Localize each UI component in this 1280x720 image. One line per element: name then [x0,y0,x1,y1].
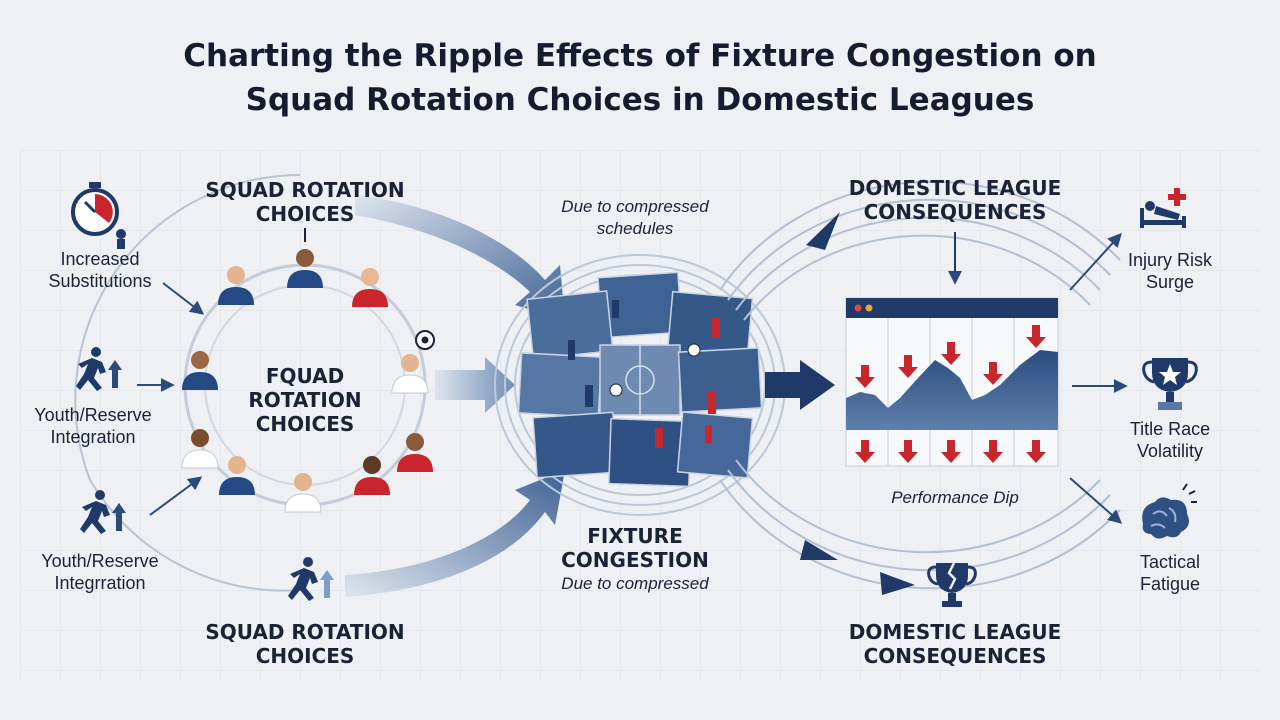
player [391,354,429,394]
player-ring [181,249,433,513]
label-line: FIXTURE [587,524,683,548]
performance-area [846,350,1058,430]
label-line: SQUAD ROTATION [205,178,405,202]
congestion-label: FIXTURE CONGESTION [540,524,730,572]
label-line: SQUAD ROTATION [205,620,405,644]
outcome-injury-risk: Injury Risk Surge [1110,249,1230,293]
label-line: Integration [50,427,136,447]
label-line: CONSEQUENCES [863,200,1047,224]
consequences-bottom-label: DOMESTIC LEAGUE CONSEQUENCES [825,620,1085,668]
football-icon [415,330,435,350]
label-line: CONSEQUENCES [863,644,1047,668]
chart-caption: Performance Dip [891,488,1019,507]
label-line: Due to compressed [561,197,709,216]
player [182,351,218,390]
window-dot [865,304,873,312]
rotation-bottom-label: SQUAD ROTATION CHOICES [190,620,420,668]
label-line: ROTATION [248,388,362,412]
label-line: DOMESTIC LEAGUE [848,176,1062,200]
label-line: Volatility [1136,441,1204,461]
title-line-2: Squad Rotation Choices in Domestic Leagu… [245,82,1035,118]
player [287,249,323,288]
player [397,433,433,472]
trophy-icon [1142,358,1198,410]
title-line-1: Charting the Ripple Effects of Fixture C… [183,38,1097,74]
label-line: FQUAD [265,364,345,388]
consequence-ripples [719,180,1121,590]
big-arrow-top [355,195,565,320]
label-line: Fatigue [1139,574,1201,594]
label-line: CHOICES [255,644,355,668]
label-line: Substitutions [48,271,152,291]
chart-titlebar [846,298,1058,318]
factor-increased-substitutions: Increased Substitutions [20,248,180,292]
player [284,473,322,513]
label-line: Tactical [1139,552,1201,572]
page-title: Charting the Ripple Effects of Fixture C… [0,34,1280,122]
player [181,429,219,469]
factor-arrows [137,282,205,516]
brain-icon [1142,483,1197,539]
label-line: Title Race [1129,419,1211,439]
label-line: Integrration [54,573,146,593]
running-up-icon [288,557,334,601]
outcome-arrows [1069,232,1128,524]
running-up-icon [80,490,126,534]
congestion-sub: Due to compressed [561,574,709,593]
label-line: Surge [1145,272,1195,292]
label-line: Youth/Reserve [34,405,152,425]
stopwatch-icon [71,182,126,249]
label-line: Youth/Reserve [41,551,159,571]
broken-trophy-icon [927,562,977,607]
pitch-stack [517,271,763,488]
injury-bed-icon [1140,188,1186,228]
running-up-icon [76,347,122,391]
congestion-note: Due to compressed schedules [540,196,730,240]
outcome-title-race: Title Race Volatility [1110,418,1230,462]
outcome-tactical-fatigue: Tactical Fatigue [1110,551,1230,595]
window-dot [854,304,862,312]
player [218,266,254,305]
player [219,456,255,495]
player [354,456,390,495]
label-line: schedules [596,219,674,238]
consequences-top-label: DOMESTIC LEAGUE CONSEQUENCES [825,176,1085,224]
ripple-arrowheads [800,212,915,595]
label-line: CHOICES [255,412,355,436]
label-line: Increased [60,249,140,269]
arrow-to-chart [765,360,835,410]
mid-arrow [435,357,515,413]
dip-arrows-lower [855,440,1046,463]
rotation-top-label: SQUAD ROTATION CHOICES [190,178,420,226]
rotation-center-label: FQUAD ROTATION CHOICES [225,364,385,436]
pitch-figures [568,300,720,448]
factor-youth-integration: Youth/Reserve Integration [18,404,168,448]
performance-chart [845,297,1059,467]
label-line: CHOICES [255,202,355,226]
player [352,268,388,307]
label-line: CONGESTION [561,548,709,572]
factor-youth-integrration: Youth/Reserve Integrration [25,550,175,594]
label-line: DOMESTIC LEAGUE [848,620,1062,644]
dip-arrows-upper [855,325,1046,388]
label-line: Injury Risk [1127,250,1212,270]
